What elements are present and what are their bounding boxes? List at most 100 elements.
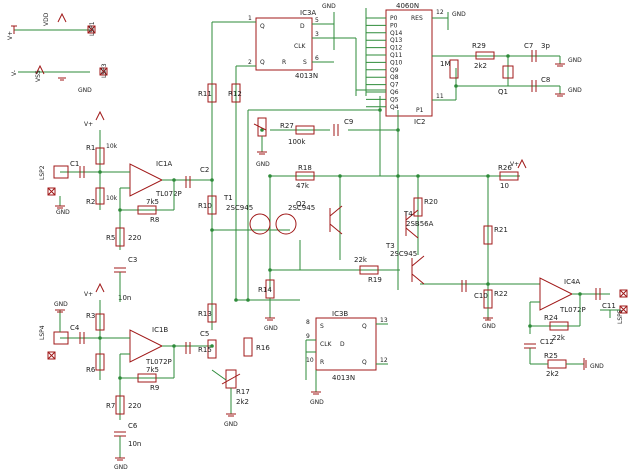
ic3a-pin-s: S: [303, 59, 307, 66]
r17-ref: R17: [236, 388, 250, 396]
r10-body: [207, 195, 217, 215]
ic3a-body: [255, 17, 313, 71]
gnd-r25: [583, 358, 587, 370]
c2-ref: C2: [200, 166, 209, 174]
r11-ref: R11: [198, 90, 212, 98]
c9-ref: C9: [344, 118, 353, 126]
ic3b-pin-q: Q: [362, 323, 367, 330]
junction-dot: [486, 174, 490, 178]
r9-value: 7k5: [146, 366, 159, 374]
r28-ref: 1M: [440, 60, 451, 68]
r2-ref: R2: [86, 198, 95, 206]
lsp3-pad: [99, 67, 108, 76]
r21-ref: R21: [494, 226, 508, 234]
r21-body: [483, 225, 493, 245]
ic2-res: RES: [411, 15, 423, 22]
r27-value: 100k: [288, 138, 306, 146]
r7-body: [115, 395, 125, 415]
r28-body: [449, 59, 459, 79]
r26-body: [499, 171, 519, 181]
lsp3-pad-x: [99, 67, 108, 76]
c10-ref: C10: [474, 292, 488, 300]
r9-body: [137, 373, 157, 383]
r3-body: [95, 313, 105, 331]
label-gnd-1: GND: [78, 87, 92, 94]
ic3a-pin-d: D: [300, 23, 305, 30]
ic2-body: [385, 9, 433, 117]
r12-body: [231, 83, 241, 103]
r18-body: [295, 171, 315, 181]
gnd-r25-label: GND: [590, 363, 604, 370]
c7-symbol: [531, 50, 537, 62]
c1-symbol: [79, 166, 85, 178]
ic2-pin-label: Q13: [390, 37, 403, 44]
trimpot-r27: GND R27 100k C9: [253, 117, 353, 168]
r15-ref: R15: [198, 346, 212, 354]
gnd-r14-label: GND: [264, 325, 278, 332]
vplus-ic1b: [95, 282, 105, 293]
c4-ref: C4: [70, 324, 80, 332]
label-lsp3: LSP3: [101, 63, 108, 78]
r2-body: [95, 187, 105, 205]
r9-ref: R9: [150, 384, 159, 392]
lsp4-pad: [47, 351, 56, 360]
lsp2-pad-x: [47, 187, 56, 196]
gnd-r17: [226, 413, 236, 417]
gnd-r14: [265, 317, 275, 321]
r6-ref: R6: [86, 366, 96, 374]
t3-part: 2SC945: [390, 250, 417, 258]
label-vss: VSS: [35, 70, 42, 82]
t1-ref: T1: [223, 194, 233, 202]
ic3b-pin-r: R: [320, 359, 324, 366]
c1-ref: C1: [70, 160, 79, 168]
gnd-c8-label: GND: [568, 87, 582, 94]
oscillator: 1M R29 2k2 Q1 C7 3p C8 GND GND: [440, 42, 582, 97]
ic4a-triangle: [539, 277, 574, 311]
ic2-pin-label: P0: [390, 15, 398, 22]
r24-ref: R24: [544, 314, 558, 322]
ic2-ref: IC2: [414, 118, 425, 126]
ic2-pin-label: Q8: [390, 74, 399, 81]
vss-arrow: [35, 64, 45, 75]
ic2-pin-label: Q5: [390, 96, 399, 103]
t4b-symbol: [405, 209, 419, 239]
ic2-gnd: GND: [452, 11, 466, 18]
ic3b-pin-clk: CLK: [320, 341, 333, 348]
c6-value: 10n: [128, 440, 141, 448]
r1-body: [95, 147, 105, 165]
r26-value: 10: [500, 182, 509, 190]
q2-ref: Q2: [296, 200, 306, 208]
ic2-pin-label: Q7: [390, 82, 399, 89]
r19-value: 22k: [354, 256, 368, 264]
ic3b-pin8: 8: [306, 319, 310, 326]
r27-ref: R27: [280, 122, 294, 130]
junction-dot: [260, 128, 264, 132]
lsp5-pad-a-x: [619, 289, 628, 298]
r12-ref: R12: [228, 90, 242, 98]
gnd-c6-label: GND: [114, 464, 128, 471]
r27-body: [295, 125, 315, 135]
gnd-r17-label: GND: [224, 421, 238, 428]
label-v-plus: V+: [7, 31, 14, 40]
lsp4-pad-x: [47, 351, 56, 360]
c3-symbol: [114, 267, 126, 273]
r16-body: [243, 337, 253, 357]
ic2-pin-label: Q4: [390, 104, 399, 111]
c6-symbol: [114, 431, 126, 437]
r17-wire: [211, 369, 227, 381]
r17-value: 2k2: [236, 398, 249, 406]
lsp5-pad-a: [619, 289, 628, 298]
junction-dot: [486, 282, 490, 286]
ic2-pin-label: Q14: [390, 30, 403, 37]
r25-body: [547, 359, 567, 369]
lsp4-label: LSP4: [39, 325, 46, 340]
junction-dot: [416, 174, 420, 178]
ic4a-section: IC4A TL072P R24 22k C12 R25 2k2 GND C11 …: [524, 277, 628, 378]
junction-dot: [454, 84, 458, 88]
ic3a-pin2: 2: [248, 59, 252, 66]
vplus-r26: [517, 158, 527, 169]
ic1b-triangle: [129, 329, 164, 363]
r24-value: 22k: [552, 334, 566, 342]
